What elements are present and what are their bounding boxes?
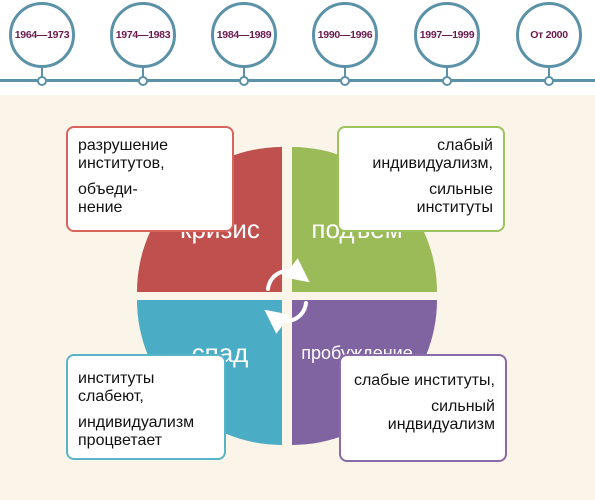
timeline-period-1997-1999: 1997—1999 <box>414 0 484 86</box>
period-circle: 1990—1996 <box>312 2 378 68</box>
decline-callout: институты слабеют, индивидуализм процвет… <box>66 354 226 460</box>
timeline-period-1964-1973: 1964—1973 <box>9 0 79 86</box>
period-label: 1990—1996 <box>317 29 373 41</box>
period-stem <box>243 67 245 79</box>
rise-callout: слабый индивидуализм, сильные институты <box>337 126 505 232</box>
awakening-callout: слабые институты, сильный индвидуализм <box>339 354 507 462</box>
period-dot <box>239 76 249 86</box>
callout-text: сильный индвидуализм <box>387 398 495 433</box>
period-label: 1984—1989 <box>216 29 272 41</box>
timeline-period-from-2000: От 2000 <box>516 0 586 86</box>
cycle-diagram-area: кризис подъём спад пробуждение разрушени… <box>0 95 595 500</box>
timeline-period-1990-1996: 1990—1996 <box>312 0 382 86</box>
cycle-arrows-icon <box>264 258 310 334</box>
period-circle: 1964—1973 <box>9 2 75 68</box>
crisis-callout: разрушение институтов, объеди- нение <box>66 126 234 232</box>
callout-text: слабый индивидуализм, <box>372 137 493 172</box>
period-dot <box>340 76 350 86</box>
period-dot <box>544 76 554 86</box>
period-stem <box>446 67 448 79</box>
callout-text: объеди- нение <box>78 181 138 216</box>
period-circle: 1984—1989 <box>211 2 277 68</box>
period-circle: 1974—1983 <box>110 2 176 68</box>
period-stem <box>142 67 144 79</box>
period-stem <box>41 67 43 79</box>
callout-text: индивидуализм процветает <box>78 414 195 449</box>
period-label: 1964—1973 <box>14 29 70 41</box>
period-dot <box>138 76 148 86</box>
timeline-period-1974-1983: 1974—1983 <box>110 0 180 86</box>
callout-text: разрушение институтов, <box>78 137 169 172</box>
callout-text: институты слабеют, <box>78 370 155 405</box>
period-label: От 2000 <box>530 29 568 41</box>
period-label: 1974—1983 <box>115 29 171 41</box>
period-dot <box>37 76 47 86</box>
callout-text: сильные институты <box>416 181 493 216</box>
timeline-axis <box>0 79 595 82</box>
timeline-period-1984-1989: 1984—1989 <box>211 0 281 86</box>
timeline: 1964—1973 1974—1983 1984—1989 1990—1996 … <box>0 0 595 95</box>
period-circle: 1997—1999 <box>414 2 480 68</box>
callout-text: слабые институты, <box>353 372 495 389</box>
period-stem <box>344 67 346 79</box>
period-label: 1997—1999 <box>419 29 475 41</box>
period-stem <box>548 67 550 79</box>
period-circle: От 2000 <box>516 2 582 68</box>
period-dot <box>442 76 452 86</box>
